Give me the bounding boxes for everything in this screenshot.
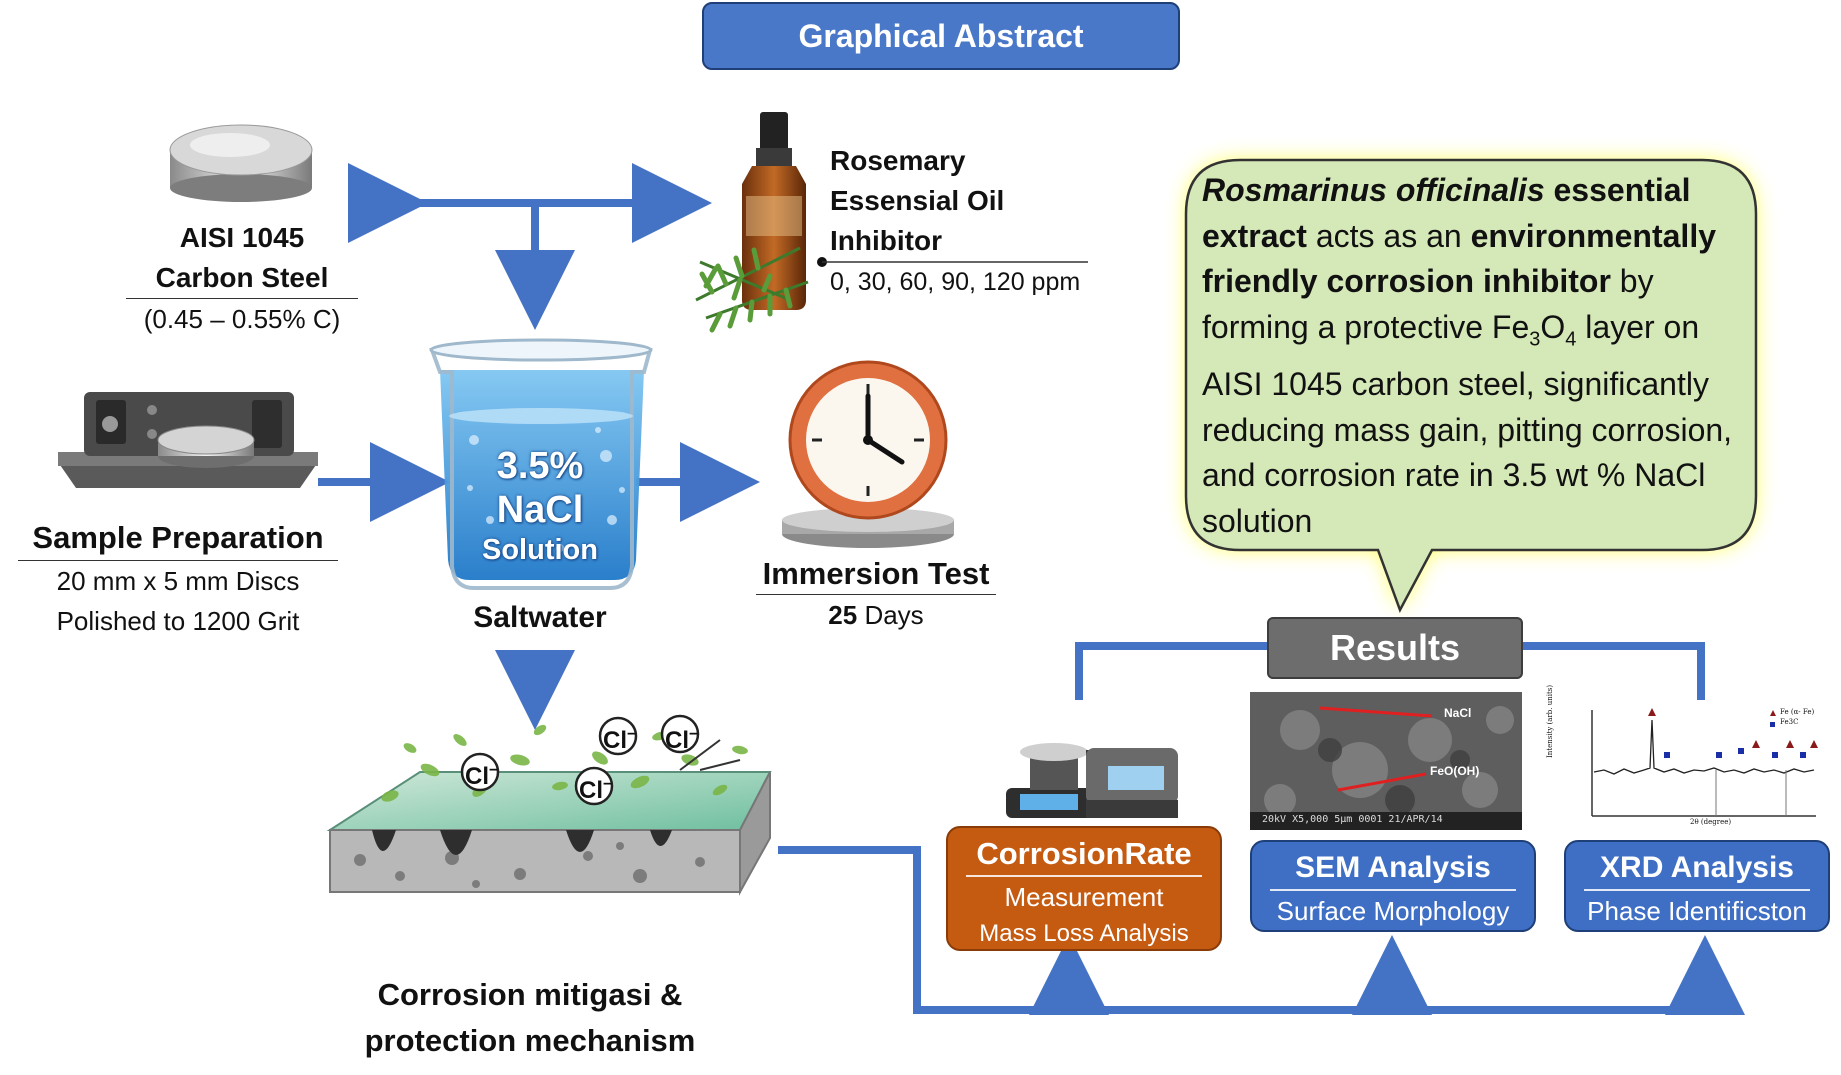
callout-o: O [1540,308,1566,345]
beaker-solution: Solution [482,534,598,566]
chloride-ion-3-symbol: Cl [603,727,627,754]
steel-type: Carbon Steel [126,258,358,299]
callout-species: Rosmarinus officinalis [1202,172,1545,208]
xrd-analysis-title: XRD Analysis [1600,851,1794,884]
callout-fe: Fe [1491,308,1530,345]
xrd-ylabel: Intensity (arb. units) [1546,684,1554,758]
sample-dimensions: 20 mm x 5 mm Discs [56,566,300,596]
xrd-analysis-card: XRD Analysis Phase Identificston [1564,840,1830,932]
xrd-xlabel: 2θ (degree) [1690,818,1732,826]
sem-micrograph [1250,692,1522,830]
sem-analysis-card: SEM Analysis Surface Morphology [1250,840,1536,932]
steel-disc-icon [169,124,313,202]
xrd-analysis-subtitle: Phase Identificston [1587,895,1807,926]
corrosion-rate-card: CorrosionRate Measurement Mass Loss Anal… [946,826,1222,951]
immersion-test: Immersion Test 25 Days [756,554,996,635]
steel-carbon-content: (0.45 – 0.55% C) [143,304,341,334]
immersion-days-value: 25 [828,600,858,630]
sem-analysis-title: SEM Analysis [1295,851,1491,884]
immersion-duration: 25 Days [756,595,996,635]
graphical-abstract-title: Graphical Abstract [702,2,1180,70]
rosemary-sprig-icon [695,246,809,333]
chloride-ion-1-symbol: Cl [465,763,489,790]
immersion-test-title: Immersion Test [756,554,996,595]
chloride-ion-1-charge: − [489,762,499,779]
beaker-salt: NaCl [496,489,584,531]
chloride-ion-4-charge: − [689,726,699,743]
beaker-icon [429,338,653,590]
chloride-ion-3-charge: − [627,726,637,743]
callout-acts: acts as an [1306,217,1471,254]
corrosion-slab-illustration [326,714,772,896]
chloride-ion-2: Cl− [579,770,613,804]
sample-preparation: Sample Preparation 20 mm x 5 mm Discs Po… [18,516,338,641]
clock-icon [782,360,954,548]
callout-rest: layer on AISI 1045 carbon steel, signifi… [1202,308,1733,539]
steel-oil-arrow [348,163,712,330]
chloride-ion-3: Cl− [603,720,637,754]
chloride-ion-2-symbol: Cl [579,777,603,804]
mechanism-label-2: protection mechanism [364,1023,696,1058]
immersion-days-unit: Days [857,600,924,630]
steel-label: AISI 1045 Carbon Steel (0.45 – 0.55% C) [126,218,358,339]
corrosion-rate-measurement: Measurement [1004,881,1164,912]
mechanism-label-1: Corrosion mitigasi & [377,977,683,1012]
corrosion-rate-title: CorrosionRate [976,836,1192,871]
sample-preparation-title: Sample Preparation [18,516,338,561]
chloride-ion-4: Cl− [665,720,699,754]
xrd-legend-fe3c: Fe3C [1780,718,1799,726]
oil-name-2: Essensial Oil [830,185,1005,216]
oil-label: Rosemary Essensial Oil Inhibitor [830,141,1110,261]
oil-name-1: Rosemary [830,145,966,176]
sem-label-feooh: FeO(OH) [1430,764,1480,778]
xrd-legend-fe: Fe (α- Fe) [1780,708,1815,716]
callout-forming: by forming a protective [1202,263,1654,345]
corrosion-rate-divider [966,875,1202,877]
oil-leader-line [817,257,1088,267]
callout-extract: essential extract [1202,172,1691,254]
callout-fe-sub: 3 [1529,327,1541,350]
steel-grade: AISI 1045 [179,222,305,253]
sem-analysis-divider [1270,889,1516,891]
sem-footer: 20kV X5,000 5μm 0001 21/APR/14 [1262,814,1443,825]
chloride-ion-2-charge: − [603,776,613,793]
chloride-ion-1: Cl− [465,756,499,790]
results-bracket [1075,642,1705,700]
results-label: Results [1267,617,1523,679]
sem-analysis-subtitle: Surface Morphology [1276,895,1510,926]
callout-inhibitor: environmentally friendly corrosion inhib… [1202,217,1716,300]
chloride-ion-4-symbol: Cl [665,727,689,754]
callout-bubble [1184,158,1758,614]
oil-concentrations: 0, 30, 60, 90, 120 ppm [830,268,1081,296]
sample-polish: Polished to 1200 Grit [56,606,300,636]
essential-oil-bottle-icon [742,112,806,310]
saltwater-label: Saltwater [473,601,607,634]
xrd-analysis-divider [1584,889,1810,891]
callout-text: Rosmarinus officinalis essential extract… [1202,168,1747,544]
results-feed-connector [778,846,1745,1015]
sem-label-nacl: NaCl [1444,706,1472,720]
callout-o-sub: 4 [1565,327,1577,350]
beaker-concentration: 3.5% [496,445,584,487]
corrosion-rate-mass-loss: Mass Loss Analysis [979,919,1189,947]
polishing-machine-icon [58,392,318,488]
oil-name-3: Inhibitor [830,225,942,256]
xrd-plot [1572,704,1818,824]
balance-instrument-icon [1006,743,1178,818]
